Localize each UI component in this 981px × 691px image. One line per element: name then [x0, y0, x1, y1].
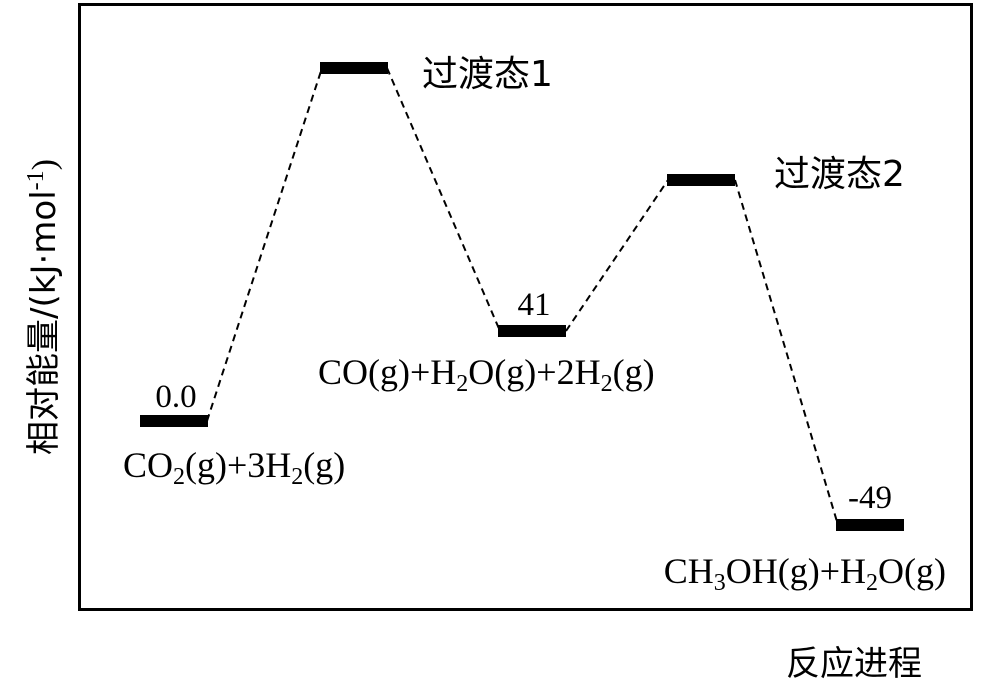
label-ts1: 过渡态1 [422, 54, 553, 95]
level-bar-ts2 [667, 174, 735, 186]
x-axis-label: 反应进程 [786, 644, 922, 684]
label-part: CO [123, 445, 173, 485]
connector-lines [206, 67, 839, 526]
label-part: 2 [456, 371, 468, 397]
connector-reactant-ts1 [206, 67, 323, 422]
energy-levels [140, 62, 904, 531]
label-part: 2 [601, 371, 613, 397]
label-part: (g)+3H [185, 445, 291, 485]
label-part: 2 [291, 464, 303, 490]
level-bar-reactant [140, 415, 208, 427]
label-part: CH [664, 551, 714, 591]
label-part: (g) [303, 445, 345, 485]
value-reactant: 0.0 [155, 379, 196, 415]
label-part: (g) [613, 352, 655, 392]
level-bar-ts1 [320, 62, 388, 74]
y-axis-label-text: 相对能量/(kJ·mol [24, 190, 64, 455]
y-axis-label: 相对能量/(kJ·mol-1) [23, 159, 64, 455]
connector-ts2-product [734, 179, 839, 526]
connector-intermediate-ts2 [565, 179, 669, 332]
connector-ts1-intermediate [386, 67, 501, 332]
y-axis-label-sup: -1 [23, 170, 49, 190]
label-ts2: 过渡态2 [774, 154, 905, 195]
value-product: -49 [848, 480, 892, 516]
y-axis-label-close: ) [26, 159, 63, 170]
label-reactant: CO2(g)+3H2(g) [123, 445, 345, 490]
plot-frame [78, 3, 973, 611]
label-product: CH3OH(g)+H2O(g) [664, 551, 946, 596]
label-intermediate: CO(g)+H2O(g)+2H2(g) [318, 352, 655, 397]
label-part: 过渡态1 [422, 54, 553, 95]
level-bar-product [836, 519, 904, 531]
label-part: 过渡态2 [774, 154, 905, 195]
value-intermediate: 41 [518, 287, 551, 323]
label-part: 3 [714, 570, 726, 596]
label-part: CO(g)+H [318, 352, 456, 392]
label-part: O(g)+2H [468, 352, 600, 392]
label-part: OH(g)+H [726, 551, 866, 591]
label-part: O(g) [878, 551, 946, 591]
level-bar-intermediate [498, 325, 566, 337]
label-part: 2 [866, 570, 878, 596]
label-part: 2 [173, 464, 185, 490]
